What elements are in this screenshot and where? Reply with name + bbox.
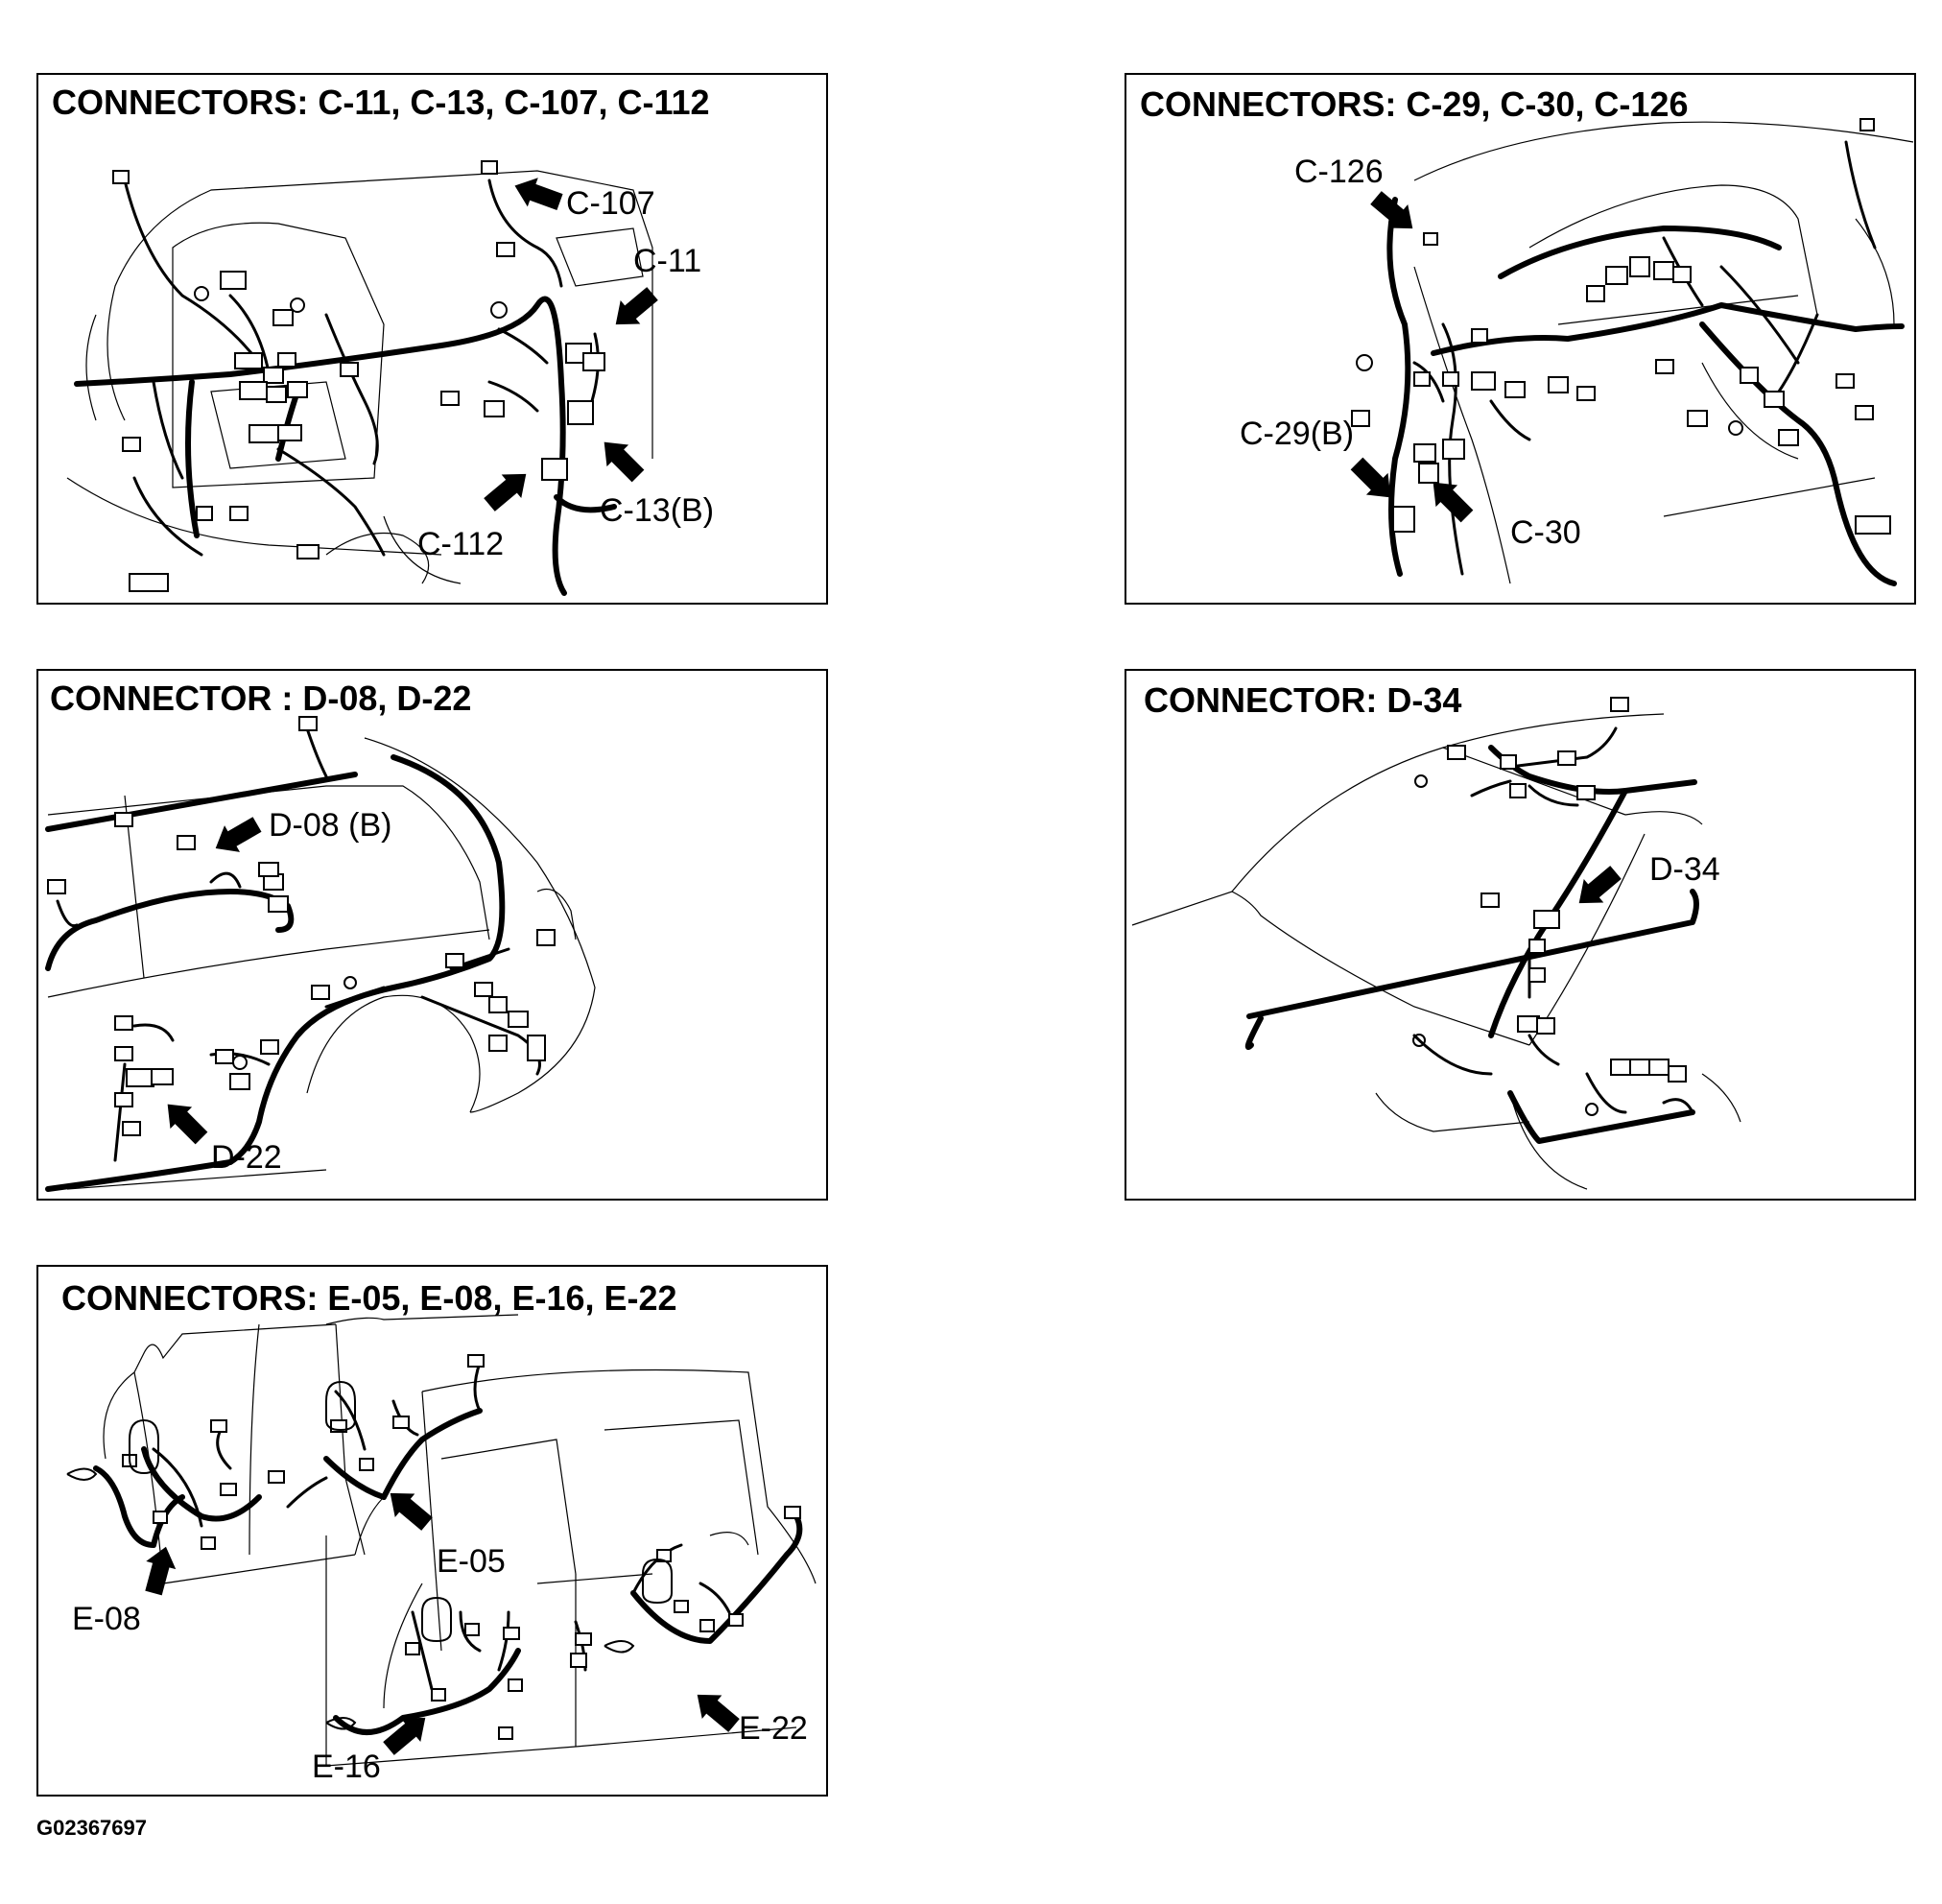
panel-title: CONNECTORS: E-05, E-08, E-16, E-22 (61, 1278, 677, 1318)
panel-c-connectors-dash: CONNECTORS: C-11, C-13, C-107, C-112 (36, 73, 828, 605)
arrow-d-34 (1578, 866, 1622, 904)
arrow-e-16 (383, 1717, 426, 1755)
vehicle-body-outline (103, 1314, 817, 1767)
front-door-harness (93, 1465, 185, 1548)
panel-c-connectors-console: CONNECTORS: C-29, C-30, C-126 (1125, 73, 1916, 605)
arrow-e-05 (390, 1492, 433, 1531)
upper-harness (1498, 226, 1782, 279)
arrow-c-29b (1350, 457, 1391, 498)
panel-title: CONNECTORS: C-11, C-13, C-107, C-112 (52, 83, 710, 122)
callout-c-13b: C-13(B) (600, 492, 714, 529)
callout-arrows (1578, 866, 1622, 904)
lower-harness (1244, 1015, 1695, 1144)
wiring-diagram: D-08 (B) D-22 (45, 716, 596, 1192)
upper-harness (45, 772, 358, 832)
main-harness (1431, 302, 1905, 356)
callout-e-08: E-08 (72, 1601, 141, 1637)
panel-title: CONNECTOR : D-08, D-22 (50, 678, 472, 718)
arrow-c-30 (1433, 482, 1474, 523)
callout-c-107: C-107 (566, 185, 655, 222)
drop-harness (1386, 197, 1411, 577)
front-door-harness-2 (141, 1446, 262, 1522)
callout-e-16: E-16 (312, 1749, 381, 1785)
branch-wires (123, 178, 600, 557)
back-door-harness (630, 1513, 803, 1644)
callout-c-29b: C-29(B) (1240, 416, 1354, 452)
wiring-diagram: D-34 (1131, 697, 1741, 1190)
callout-d-08b: D-08 (B) (269, 807, 391, 844)
arrow-c-126 (1370, 191, 1413, 229)
callout-e-22: E-22 (739, 1710, 808, 1747)
callout-arrows (1350, 191, 1474, 523)
panel-d-connectors-side: CONNECTOR : D-08, D-22 (36, 669, 828, 1201)
branch-wires (56, 726, 541, 1162)
arrow-c-112 (484, 473, 527, 512)
roof-harness (45, 754, 506, 1192)
callout-arrows (484, 178, 658, 512)
connectors (112, 160, 605, 592)
arrow-e-22 (697, 1694, 740, 1732)
panel-d-connector-roof: CONNECTOR: D-34 (1125, 669, 1916, 1201)
arrow-d-08b (215, 817, 262, 852)
callout-c-30: C-30 (1510, 514, 1581, 551)
grommet (325, 1380, 356, 1432)
grommet (129, 1418, 159, 1475)
panel-title: CONNECTORS: C-29, C-30, C-126 (1140, 84, 1689, 124)
callout-c-126: C-126 (1294, 154, 1384, 190)
dash-harness (1246, 889, 1699, 1019)
grommet (642, 1558, 673, 1605)
panel-title: CONNECTOR: D-34 (1144, 680, 1462, 720)
callout-c-112: C-112 (417, 526, 504, 562)
arrow-e-08 (145, 1546, 177, 1596)
callout-arrows (167, 817, 262, 1145)
wiring-diagram: E-05 E-08 E-16 E-22 (66, 1314, 817, 1785)
connectors (66, 1354, 801, 1740)
arrow-d-22 (167, 1104, 208, 1145)
grommet (604, 1640, 635, 1654)
rear-door-harness (323, 1408, 483, 1500)
grommet (325, 1717, 357, 1730)
connectors (47, 716, 556, 1136)
figure-id: G02367697 (36, 1816, 147, 1840)
arrow-c-11 (615, 287, 658, 325)
branch-wires (1412, 140, 1877, 576)
connectors (1351, 118, 1891, 535)
panel-e-connectors-doors: CONNECTORS: E-05, E-08, E-16, E-22 (36, 1265, 828, 1797)
arrow-c-107 (514, 178, 563, 211)
window-harness (45, 889, 295, 971)
slide-door-harness (333, 1648, 521, 1735)
callout-e-05: E-05 (437, 1543, 506, 1580)
grommet (421, 1596, 452, 1643)
callout-d-34: D-34 (1649, 851, 1720, 888)
grommet (66, 1467, 98, 1481)
connectors (1412, 697, 1687, 1116)
arrow-c-13 (604, 441, 645, 483)
vehicle-body-outline (1413, 121, 1914, 584)
callout-arrows (145, 1492, 740, 1755)
wiring-diagram: C-126 C-29(B) C-30 (1240, 118, 1914, 586)
callout-d-22: D-22 (211, 1139, 282, 1176)
callout-c-11: C-11 (633, 243, 701, 279)
wiring-diagram: C-107 C-11 C-13(B) C-112 (66, 160, 714, 596)
